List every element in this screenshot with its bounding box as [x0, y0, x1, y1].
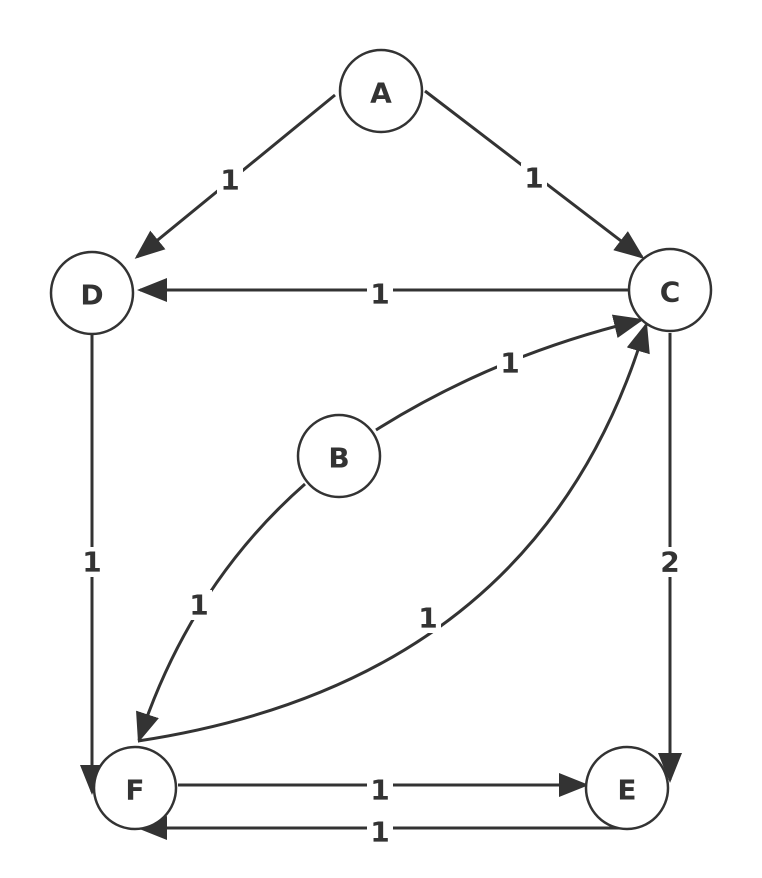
svg-text:B: B	[328, 442, 349, 475]
node-a: A	[338, 48, 424, 134]
edge-f-c	[137, 322, 650, 743]
svg-text:1: 1	[524, 162, 543, 195]
svg-text:1: 1	[418, 602, 437, 635]
node-c: C	[627, 247, 713, 333]
edge-label-b-c: 1	[497, 347, 523, 380]
node-b: B	[296, 413, 382, 499]
svg-text:D: D	[80, 279, 103, 312]
edge-label-b-f: 1	[186, 589, 212, 622]
node-f: F	[92, 745, 178, 831]
edge-label-d-f: 1	[79, 546, 105, 579]
svg-text:1: 1	[189, 589, 208, 622]
svg-text:1: 1	[370, 816, 389, 849]
node-d: D	[49, 250, 135, 336]
svg-text:F: F	[125, 774, 144, 807]
edge-label-a-c: 1	[521, 162, 547, 195]
svg-text:1: 1	[82, 546, 101, 579]
svg-text:1: 1	[370, 278, 389, 311]
node-e: E	[584, 745, 670, 831]
edge-label-f-e: 1	[367, 774, 393, 807]
edge-label-f-c: 1	[415, 602, 441, 635]
svg-text:C: C	[660, 276, 681, 309]
svg-text:1: 1	[500, 347, 519, 380]
edge-label-e-f: 1	[367, 816, 393, 849]
edge-label-c-e: 2	[657, 546, 683, 579]
edge-label-c-d: 1	[367, 278, 393, 311]
svg-text:2: 2	[660, 546, 679, 579]
edge-label-a-d: 1	[217, 164, 243, 197]
edge-b-f	[136, 482, 306, 743]
svg-text:E: E	[617, 774, 636, 807]
svg-text:A: A	[370, 77, 392, 110]
svg-text:1: 1	[220, 164, 239, 197]
svg-text:1: 1	[370, 774, 389, 807]
